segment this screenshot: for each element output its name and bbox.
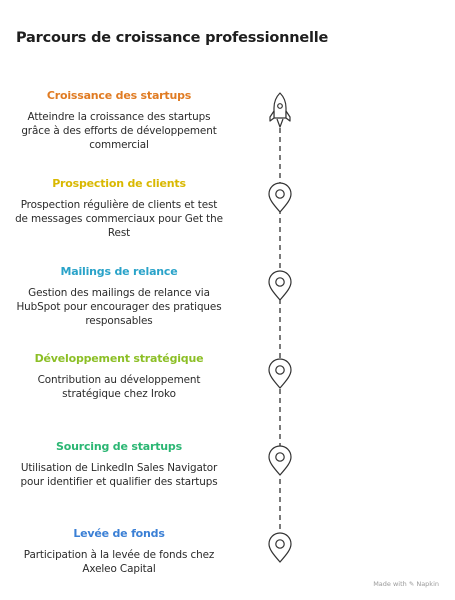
rocket-icon bbox=[269, 92, 291, 128]
step-2: Prospection de clients Prospection régul… bbox=[14, 177, 224, 240]
step-1: Croissance des startups Atteindre la cro… bbox=[14, 89, 224, 152]
step-title: Développement stratégique bbox=[34, 352, 204, 365]
step-description: Gestion des mailings de relance via HubS… bbox=[16, 287, 222, 327]
step-description: Contribution au développement stratégiqu… bbox=[37, 374, 201, 400]
step-title: Mailings de relance bbox=[60, 265, 178, 278]
map-pin-icon bbox=[268, 532, 292, 563]
step-5: Sourcing de startups Utilisation de Link… bbox=[14, 440, 224, 489]
step-title: Prospection de clients bbox=[52, 177, 186, 190]
map-pin-icon bbox=[268, 270, 292, 301]
map-pin-icon bbox=[268, 182, 292, 213]
map-pin-icon bbox=[268, 445, 292, 476]
step-description: Participation à la levée de fonds chez A… bbox=[23, 549, 215, 575]
step-description: Prospection régulière de clients et test… bbox=[15, 199, 223, 239]
step-3: Mailings de relance Gestion des mailings… bbox=[14, 265, 224, 328]
map-pin-icon bbox=[268, 358, 292, 389]
step-description: Utilisation de LinkedIn Sales Navigator … bbox=[20, 462, 218, 488]
step-title: Levée de fonds bbox=[73, 527, 165, 540]
step-6: Levée de fonds Participation à la levée … bbox=[14, 527, 224, 576]
step-title: Sourcing de startups bbox=[56, 440, 182, 453]
step-4: Développement stratégique Contribution a… bbox=[14, 352, 224, 401]
page-title: Parcours de croissance professionnelle bbox=[16, 30, 329, 46]
made-with-napkin-credit[interactable]: Made with ✎ Napkin bbox=[373, 580, 439, 588]
step-description: Atteindre la croissance des startups grâ… bbox=[21, 111, 217, 151]
step-title: Croissance des startups bbox=[46, 89, 192, 102]
